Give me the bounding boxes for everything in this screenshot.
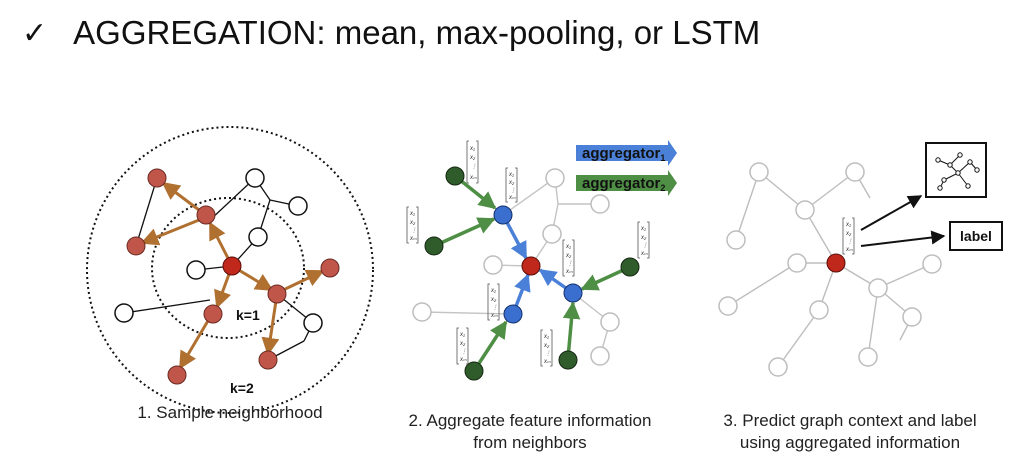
caption-panel-1-text: 1. Sample neighborhood [137,403,323,422]
svg-text:x₂: x₂ [543,343,550,349]
k1-boundary [151,197,305,339]
panel-2-gray-edges [421,177,611,359]
svg-text:xₘ: xₘ [543,359,551,365]
checkmark-icon: ✓ [22,15,48,51]
caption-panel-2-line2: from neighbors [473,433,587,452]
svg-text:xₘ: xₘ [459,357,467,363]
svg-text:⋮: ⋮ [545,350,551,357]
panel-2-green-nodes [424,166,640,381]
arrow-to-label [860,230,946,247]
panel-3-predict: x₁ x₂⋮ xₘ [718,142,1003,377]
heading-text: AGGREGATION: mean, max-pooling, or LSTM [73,14,761,51]
svg-text:x₂: x₂ [459,341,466,347]
k2-boundary [86,126,374,414]
caption-panel-2-line1: 2. Aggregate feature information [408,411,652,430]
svg-text:x₂: x₂ [508,180,515,186]
heading: ✓ AGGREGATION: mean, max-pooling, or LST… [22,8,760,58]
feature-vector: x₁ x₂⋮ xₘ [456,327,469,365]
svg-text:xₘ: xₘ [490,313,498,319]
panel-2-blue-nodes [493,205,583,324]
panel-1-unsampled-nodes [114,168,323,333]
svg-text:x₂: x₂ [469,155,476,161]
svg-text:⋮: ⋮ [642,242,648,249]
panel-3-nodes [718,162,942,377]
svg-text:xₘ: xₘ [845,247,853,253]
graph-context-box [925,142,987,198]
feature-vector: x₁ x₂⋮ xₘ [487,283,500,321]
svg-text:x₁: x₁ [565,244,571,250]
feature-vector: x₁ x₂⋮ xₘ [540,329,553,367]
panel-1-center-node [222,256,242,276]
panel-1-sample-neighborhood: k=1 k=2 [86,126,374,414]
svg-text:x₁: x₁ [409,211,415,217]
aggregator-1-subscript: 1 [660,153,665,163]
panel-1-edges [123,177,314,361]
svg-text:x₂: x₂ [490,297,497,303]
label-k2: k=2 [230,380,254,396]
aggregator-2-label: aggregator [582,175,661,192]
caption-panel-3-line1: 3. Predict graph context and label [723,411,977,430]
aggregator-2-arrow: aggregator2 [576,170,677,196]
svg-text:x₁: x₁ [508,172,514,178]
label-box-text: label [960,228,992,244]
aggregator-1-label: aggregator [582,145,661,162]
svg-text:xₘ: xₘ [409,236,417,242]
svg-text:⋮: ⋮ [461,348,467,355]
svg-text:x₁: x₁ [543,334,549,340]
svg-text:x₂: x₂ [565,253,572,259]
svg-text:x₁: x₁ [490,288,496,294]
feature-vector: x₁ x₂⋮ xₘ [637,221,650,259]
feature-vector: x₁ x₂⋮xₘ [505,167,518,203]
svg-text:xₘ: xₘ [640,251,648,257]
arrow-to-graph-context [860,195,923,231]
label-box: label [949,221,1003,251]
svg-text:x₁: x₁ [469,146,475,152]
panel-2-center-node [521,256,541,276]
feature-vector: x₁ x₂ ⋮ xₘ [466,140,479,184]
svg-text:xₘ: xₘ [508,195,516,201]
svg-text:x₁: x₁ [459,332,465,338]
aggregator-1-arrow: aggregator1 [576,140,677,166]
panel-2-gray-nodes [412,168,620,366]
caption-panel-2: 2. Aggregate feature information from ne… [370,410,690,454]
svg-text:x₂: x₂ [845,231,852,237]
feature-vector: x₁ x₂⋮ xₘ [406,206,419,244]
svg-text:⋮: ⋮ [411,227,417,234]
svg-text:⋮: ⋮ [510,187,516,194]
svg-text:x₂: x₂ [640,235,647,241]
feature-vector: x₁ x₂⋮ xₘ [562,239,575,277]
panel-3-center-node [826,253,846,273]
svg-text:xₘ: xₘ [565,269,573,275]
caption-panel-1: 1. Sample neighborhood [110,402,350,424]
svg-text:x₂: x₂ [409,220,416,226]
aggregator-2-subscript: 2 [660,183,665,193]
caption-panel-3: 3. Predict graph context and label using… [685,410,1015,454]
label-k1: k=1 [236,307,260,323]
feature-vector: x₁ x₂⋮ xₘ [842,217,855,255]
svg-text:⋮: ⋮ [567,260,573,267]
svg-text:aggregator1: aggregator1 [582,145,665,163]
svg-text:xₘ: xₘ [469,175,477,181]
svg-text:aggregator2: aggregator2 [582,175,665,193]
panel-1-sampled-nodes [126,168,340,385]
svg-text:x₁: x₁ [845,222,851,228]
svg-text:x₁: x₁ [640,226,646,232]
svg-text:⋮: ⋮ [847,238,853,245]
svg-text:⋮: ⋮ [492,304,498,311]
svg-text:⋮: ⋮ [471,163,477,170]
caption-panel-3-line2: using aggregated information [739,433,961,452]
